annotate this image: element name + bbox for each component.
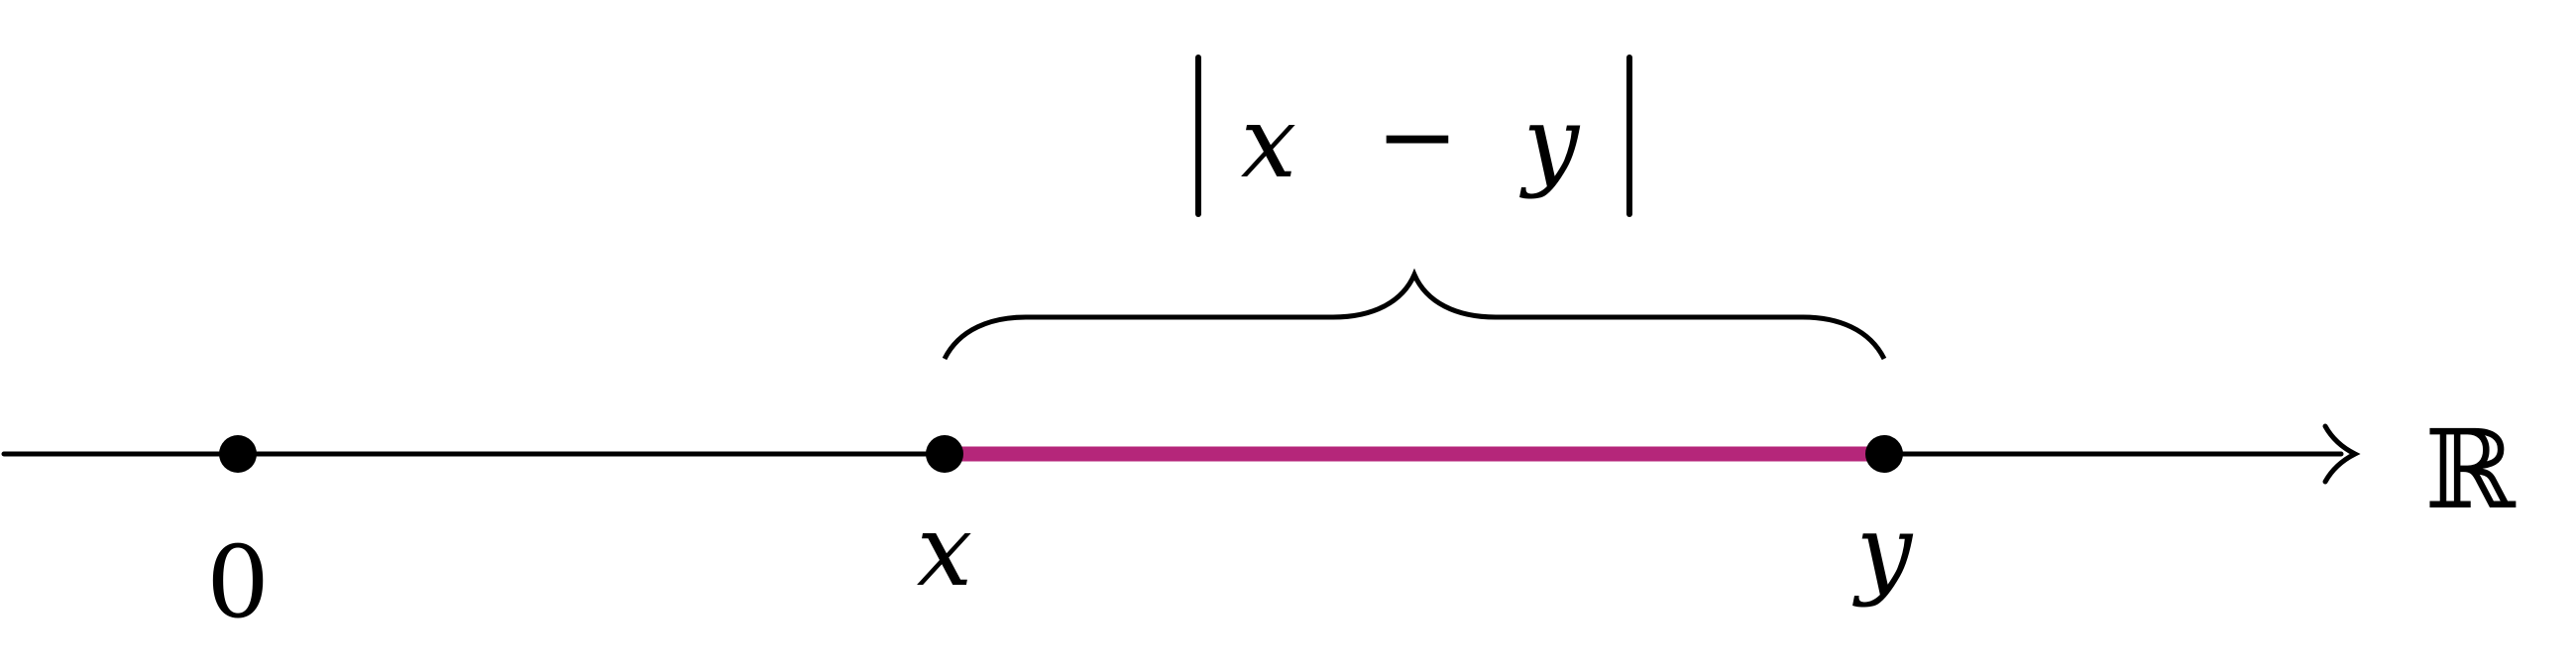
label-reals: ℝ [2424, 406, 2516, 533]
point-y [1865, 435, 1903, 473]
point-origin [219, 435, 257, 473]
label-origin: 0 [206, 524, 270, 640]
label-y: y [1852, 493, 1914, 609]
label-x: x [917, 493, 972, 609]
distance-brace [942, 268, 1887, 361]
distance-minus: − [1376, 78, 1459, 194]
distance-var-y: y [1519, 84, 1581, 200]
axis-arrowhead [2322, 423, 2361, 485]
point-x [926, 435, 963, 473]
distance-var-x: x [1241, 84, 1296, 200]
